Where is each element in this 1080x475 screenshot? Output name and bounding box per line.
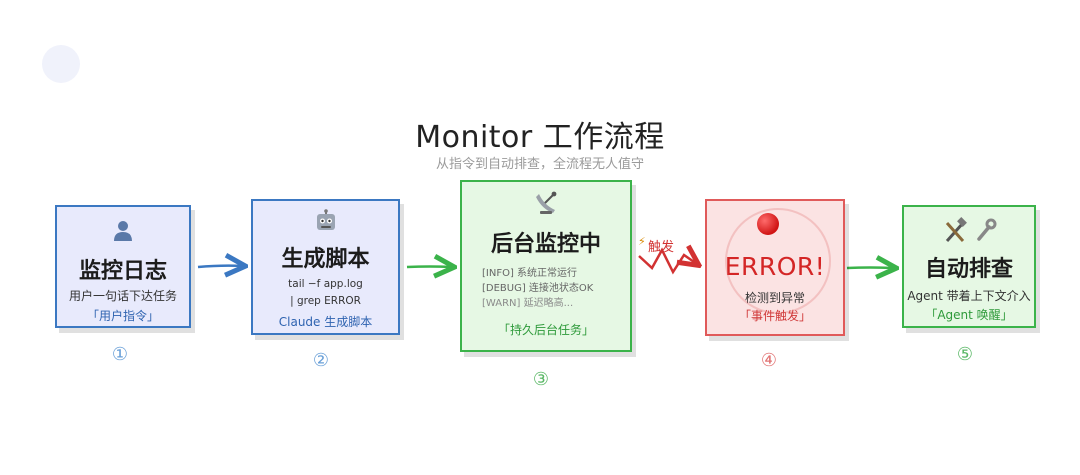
step-1-tag: 「用户指令」: [86, 309, 159, 323]
page-title: Monitor 工作流程: [415, 120, 665, 155]
page-subtitle: 从指令到自动排查，全流程无人值守: [435, 157, 644, 172]
step-3-log-line: [INFO] 系统正常运行: [482, 268, 578, 279]
error-ring: [725, 208, 831, 314]
step-5-tag: 「Agent 唤醒」: [925, 308, 1013, 322]
arrow-1-to-2: [197, 266, 243, 267]
step-3-log-line: [DEBUG] 连接池状态OK: [482, 283, 594, 294]
arrow-3-to-4-zigzag: [638, 250, 697, 275]
alarm-dot-icon: [757, 213, 779, 235]
user-icon: [57, 218, 189, 249]
step-2-code-line-1: tail −f app.log: [288, 278, 363, 290]
lightning-icon: ⚡: [638, 235, 646, 248]
step-1-desc: 用户一句话下达任务: [68, 289, 177, 303]
arrow-2-to-3: [406, 267, 452, 268]
robot-icon: [253, 209, 398, 240]
satellite-icon: [462, 189, 630, 222]
step-3-box: 后台监控中 [INFO] 系统正常运行 [DEBUG] 连接池状态OK [WAR…: [460, 180, 632, 352]
step-1-box: 监控日志 用户一句话下达任务 「用户指令」: [55, 205, 191, 328]
step-1-number: ①: [111, 344, 129, 365]
decorative-circle: [42, 45, 80, 83]
step-4-tag: 「事件触发」: [738, 309, 811, 323]
step-4-number: ④: [760, 350, 778, 371]
step-2-tag: Claude 生成脚本: [278, 315, 373, 329]
step-2-number: ②: [312, 350, 330, 371]
step-5-title: 自动排查: [924, 257, 1013, 282]
step-3-log-line: [WARN] 延迟略高...: [482, 298, 574, 309]
step-5-box: 自动排查 Agent 带着上下文介入 「Agent 唤醒」: [902, 205, 1036, 328]
step-3-title: 后台监控中: [490, 232, 601, 257]
tools-icon: [904, 217, 1034, 250]
trigger-label: 触发: [648, 240, 675, 255]
step-5-number: ⑤: [956, 344, 974, 365]
step-5-desc: Agent 带着上下文介入: [907, 289, 1031, 303]
arrow-4-to-5: [846, 268, 894, 269]
step-2-code-line-2: | grep ERROR: [290, 295, 361, 307]
step-2-box: 生成脚本 tail −f app.log | grep ERROR Claude…: [251, 199, 400, 335]
step-3-tag: 「持久后台任务」: [497, 323, 594, 337]
step-2-title: 生成脚本: [281, 247, 370, 272]
step-1-title: 监控日志: [78, 259, 167, 284]
step-3-number: ③: [532, 369, 550, 390]
